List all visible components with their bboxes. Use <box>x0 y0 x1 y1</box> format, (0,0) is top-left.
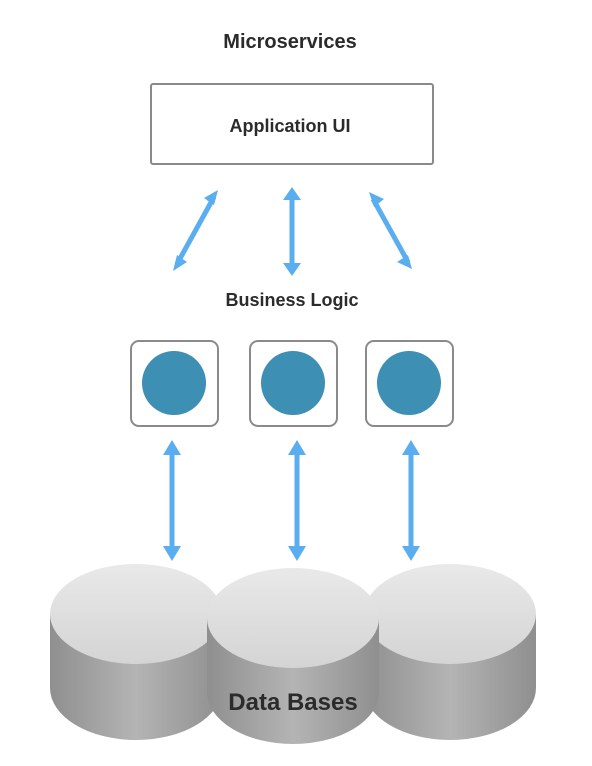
application-ui-box: Application UI <box>150 83 434 165</box>
service-node-icon <box>261 351 325 415</box>
diagram-title: Microservices <box>223 31 356 53</box>
business-logic-label: Business Logic <box>225 290 358 310</box>
application-ui-box-border <box>150 83 434 165</box>
database-group: Data Bases <box>50 564 536 744</box>
logic-db-arrow-left <box>163 440 181 561</box>
databases-label: Data Bases <box>228 689 357 716</box>
application-ui-label: Application UI <box>230 116 351 136</box>
database-icon <box>364 564 536 740</box>
ui-logic-arrow-center <box>283 187 301 276</box>
logic-db-arrows <box>163 440 420 561</box>
ui-logic-arrow-left <box>173 190 218 271</box>
service-node-icon <box>142 351 206 415</box>
database-icon <box>207 568 379 744</box>
service-box-2 <box>249 340 338 427</box>
service-box-1 <box>130 340 219 427</box>
service-node-icon <box>377 351 441 415</box>
logic-db-arrow-right <box>402 440 420 561</box>
database-icon <box>50 564 222 740</box>
ui-logic-arrow-right <box>369 192 412 269</box>
logic-db-arrow-center <box>288 440 306 561</box>
service-box-3 <box>365 340 454 427</box>
ui-logic-arrows <box>173 187 412 276</box>
